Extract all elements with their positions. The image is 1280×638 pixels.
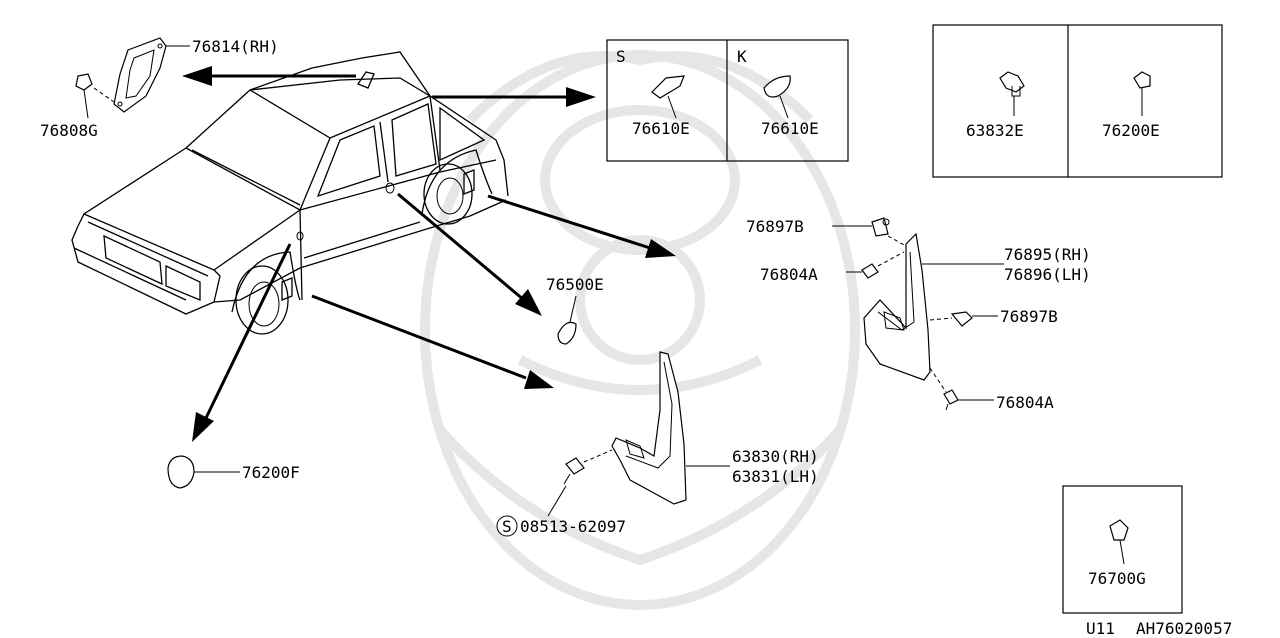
fastener-1-part: 63832E xyxy=(966,121,1024,140)
callout-76897b-top: 76897B xyxy=(746,217,804,236)
front-mudguard-group: 63830(RH) 63831(LH) S 08513-62097 xyxy=(496,351,819,537)
part-76500e-group: 76500E xyxy=(546,275,604,345)
emblem-k-shape xyxy=(763,75,791,98)
callout-76500e: 76500E xyxy=(546,275,604,294)
rear-mudguard-group: 76897B 76804A 76895(RH) 76896(LH) 76897B… xyxy=(746,217,1091,412)
watermark-crest xyxy=(420,50,860,610)
pointer-arrows xyxy=(182,66,676,442)
callout-76808g: 76808G xyxy=(40,121,98,140)
screw-76804a-bottom-shape xyxy=(943,389,959,405)
mudguard-76895-shape xyxy=(863,232,931,381)
callout-76897b-mid: 76897B xyxy=(1000,307,1058,326)
callout-76895: 76895(RH) xyxy=(1004,245,1091,264)
fastener-2-part: 76200E xyxy=(1102,121,1160,140)
variant-s-part: 76610E xyxy=(632,119,690,138)
variant-k-part: 76610E xyxy=(761,119,819,138)
clip-76700g-shape xyxy=(1109,519,1129,541)
clip-63832e-shape xyxy=(999,71,1025,93)
screw-76804a-top-shape xyxy=(861,263,879,279)
inset-sk: S K 76610E 76610E xyxy=(606,39,849,162)
screw-symbol: S xyxy=(502,517,512,536)
callout-63830: 63830(RH) xyxy=(732,447,819,466)
car-illustration xyxy=(71,51,509,335)
footer-model: U11 xyxy=(1086,619,1115,638)
callout-63831: 63831(LH) xyxy=(732,467,819,486)
callout-76804a-top: 76804A xyxy=(760,265,818,284)
clip-76897b-top-shape xyxy=(871,217,889,237)
cap-76500e-shape xyxy=(557,321,577,345)
mudguard-63830-shape xyxy=(611,351,687,505)
emblem-s-shape xyxy=(651,75,685,99)
cap-76200f-shape xyxy=(167,455,195,489)
clip-76897b-mid-shape xyxy=(950,311,973,327)
part-76814-group: 76814(RH) 76808G xyxy=(40,37,279,140)
part-76200f-group: 76200F xyxy=(167,455,300,489)
footer-illustration-code: AH76020057 xyxy=(1136,619,1232,638)
callout-76814: 76814(RH) xyxy=(192,37,279,56)
callout-08513: 08513-62097 xyxy=(520,517,626,536)
variant-s-label: S xyxy=(616,47,626,66)
callout-76896: 76896(LH) xyxy=(1004,265,1091,284)
inset-bottom-part: 76700G xyxy=(1088,569,1146,588)
clip-76200e-shape xyxy=(1133,71,1151,89)
screw-08513-shape xyxy=(565,457,585,475)
variant-k-label: K xyxy=(737,47,747,66)
inset-bottom: 76700G xyxy=(1062,485,1183,614)
callout-76804a-bottom: 76804A xyxy=(996,393,1054,412)
inset-fasteners: 63832E 76200E xyxy=(932,24,1223,178)
callout-76200f: 76200F xyxy=(242,463,300,482)
